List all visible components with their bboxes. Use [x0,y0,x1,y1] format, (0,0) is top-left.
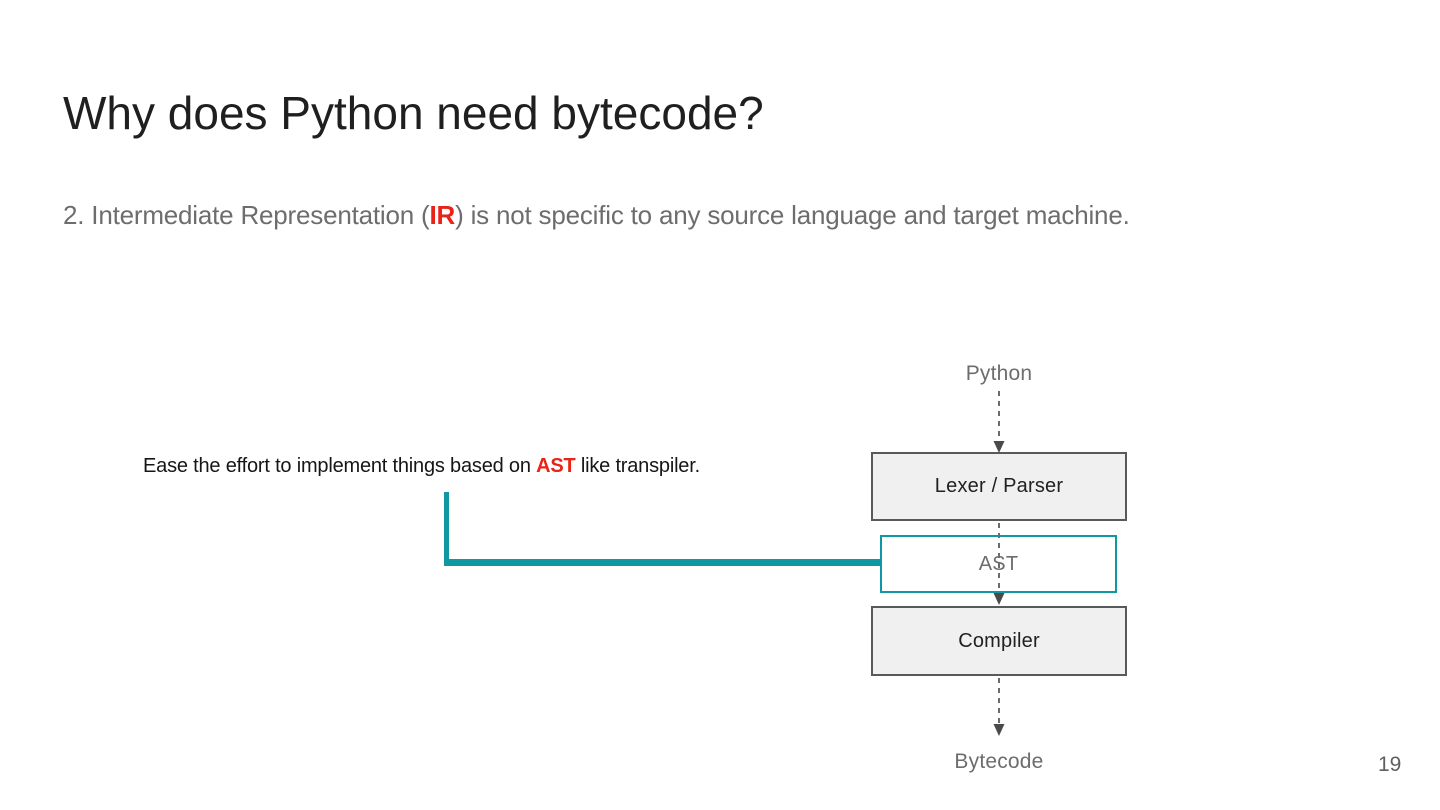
lexer-parser-label: Lexer / Parser [934,475,1064,497]
ast-box: AST [880,535,1117,593]
callout-connector-vertical [444,492,449,566]
dashed-arrow-down-icon-compiler-to-bytecode [993,678,1005,736]
python-source-label: Python [965,362,1033,385]
compiler-box: Compiler [871,606,1127,676]
slide-subtitle: 2. Intermediate Representation (IR) is n… [63,198,1130,232]
ir-highlight: IR [429,200,456,230]
slide-title: Why does Python need bytecode? [63,87,764,139]
callout-connector-horizontal [444,559,881,566]
page-number: 19 [1378,753,1402,776]
lexer-parser-box: Lexer / Parser [871,452,1127,521]
annotation-text: Ease the effort to implement things base… [143,455,537,477]
compiler-label: Compiler [958,629,1040,652]
subtitle-text-tail: ) is not specific to any source language… [455,200,1130,230]
ast-highlight: AST [536,455,576,477]
annotation-text-tail: like transpiler. [575,455,700,477]
annotation-callout: Ease the effort to implement things base… [143,453,700,479]
bytecode-output-label: Bytecode [954,750,1044,773]
subtitle-text: 2. Intermediate Representation ( [63,200,430,230]
ast-label: AST [978,552,1019,575]
dashed-arrow-down-icon-python-to-lexer [993,391,1005,453]
